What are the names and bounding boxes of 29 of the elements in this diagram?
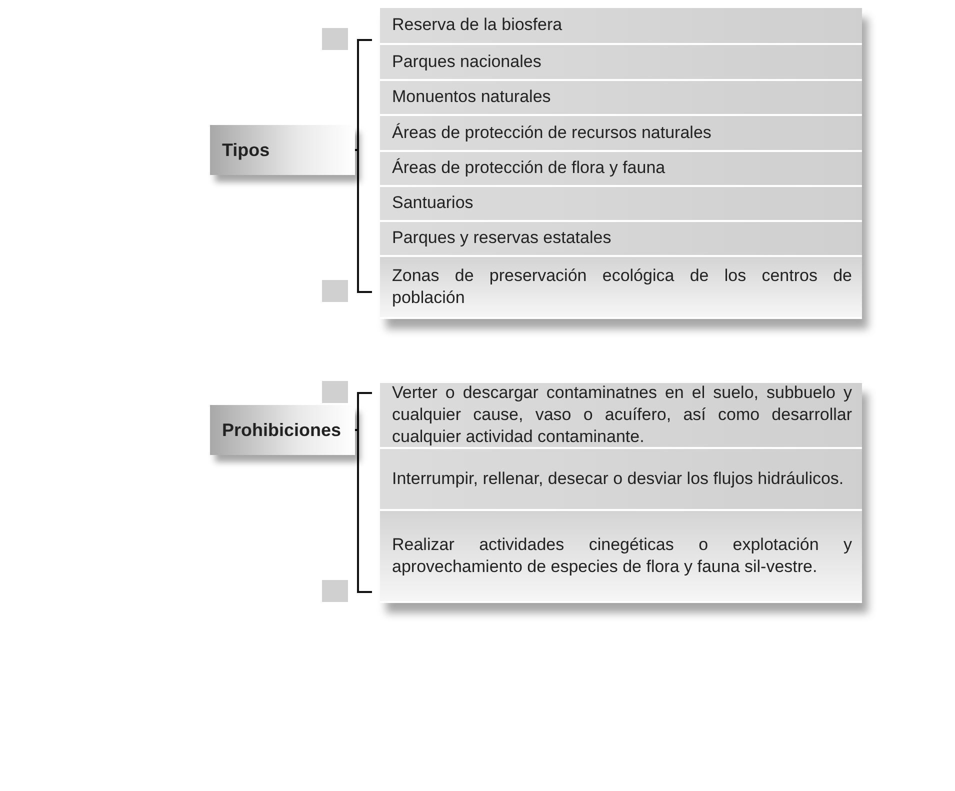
list-item-box (380, 449, 862, 511)
category-box (210, 125, 355, 175)
item-text: Interrumpir, rellenar, desecar o desviar los flujos hidráulicos. (392, 468, 845, 490)
item-text: Parques y reservas estatales (392, 227, 612, 250)
list-item-box (380, 222, 862, 257)
item-text: Áreas de protección de recursos naturales (392, 122, 712, 144)
item-text: Realizar actividades cinegéticas o explotación y aprovechamiento de especies de flora y fauna sil-vestre. (392, 534, 852, 578)
item-text: Tipos (222, 140, 270, 160)
list-item-box (380, 511, 862, 603)
item-text: Prohibiciones (222, 420, 342, 440)
list-item-box (380, 257, 862, 319)
item-text: Monuentos naturales (392, 86, 552, 108)
item-text: Áreas de protección de flora y fauna (392, 157, 666, 180)
item-text: Parques nacionales (392, 50, 542, 73)
bracket-connector (355, 392, 372, 431)
item-text: Santuarios (392, 192, 474, 214)
item-text: Zonas de preservación ecológica de los centros de población (392, 264, 852, 309)
list-item-box (380, 187, 862, 222)
bracket-connector (355, 149, 372, 293)
item-text: Reserva de la biosfera (392, 14, 564, 36)
list-item-box (380, 81, 862, 116)
list-item-box (380, 45, 862, 81)
bracket-connector (355, 429, 372, 593)
category-box (210, 405, 355, 455)
list-item-box (380, 8, 862, 45)
item-text: Verter o descargar contaminatnes en el suelo, subbuelo y cualquier cause, vaso o acuífero, así como desarrollar cualquier actividad contaminante. (392, 382, 852, 448)
list-item-box (380, 116, 862, 152)
bracket-connector (355, 39, 372, 151)
list-item-box (380, 152, 862, 187)
